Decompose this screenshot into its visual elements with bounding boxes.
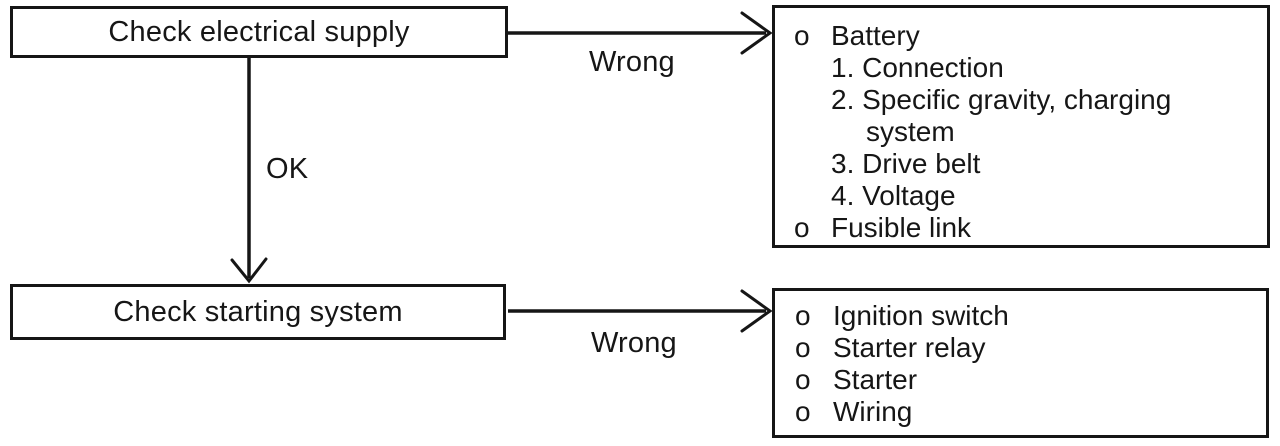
list-item: o Wiring	[775, 396, 1266, 428]
list-item: 2. Specific gravity, charging	[775, 84, 1267, 116]
list-item: o Starter	[775, 364, 1266, 396]
node-check-starting-system: Check starting system	[10, 284, 506, 340]
node-starting-check-list: o Ignition switch o Starter relay o Star…	[772, 288, 1269, 438]
arrow-starting-wrong	[508, 289, 773, 333]
list-item-text: 1. Connection	[831, 52, 1004, 83]
list-item: o Ignition switch	[775, 300, 1266, 332]
list-item: o Fusible link	[775, 212, 1267, 244]
list-item-text: Starter	[833, 364, 918, 395]
list-item: o Battery	[775, 20, 1267, 52]
edge-label-electrical-wrong: Wrong	[589, 46, 675, 78]
bullet-marker: o	[795, 396, 811, 427]
list-item-text: 2. Specific gravity, charging	[831, 84, 1172, 115]
bullet-marker: o	[795, 332, 811, 363]
list-item: 1. Connection	[775, 52, 1267, 84]
list-item-text: 4. Voltage	[831, 180, 956, 211]
list-item: o Starter relay	[775, 332, 1266, 364]
bullet-marker: o	[795, 364, 811, 395]
node-label: Check electrical supply	[108, 15, 410, 48]
edge-label-electrical-ok: OK	[266, 153, 309, 185]
list-item: 3. Drive belt	[775, 148, 1267, 180]
node-electrical-check-list: o Battery 1. Connection 2. Specific grav…	[772, 5, 1270, 248]
list-item-text: Fusible link	[831, 212, 972, 243]
list-item-text: 3. Drive belt	[831, 148, 981, 179]
bullet-marker: o	[794, 20, 810, 51]
arrow-electrical-ok	[230, 58, 268, 284]
list-item-text: system	[866, 116, 955, 147]
list-item-continuation: system	[775, 116, 1267, 148]
node-label: Check starting system	[113, 295, 403, 328]
list-item-text: Wiring	[833, 396, 913, 427]
edge-label-starting-wrong: Wrong	[591, 327, 677, 359]
node-check-electrical-supply: Check electrical supply	[10, 6, 508, 58]
list-item: 4. Voltage	[775, 180, 1267, 212]
bullet-marker: o	[795, 300, 811, 331]
list-item-text: Ignition switch	[833, 300, 1009, 331]
list-item-text: Battery	[831, 20, 920, 51]
list-item-text: Starter relay	[833, 332, 986, 363]
bullet-marker: o	[794, 212, 810, 243]
